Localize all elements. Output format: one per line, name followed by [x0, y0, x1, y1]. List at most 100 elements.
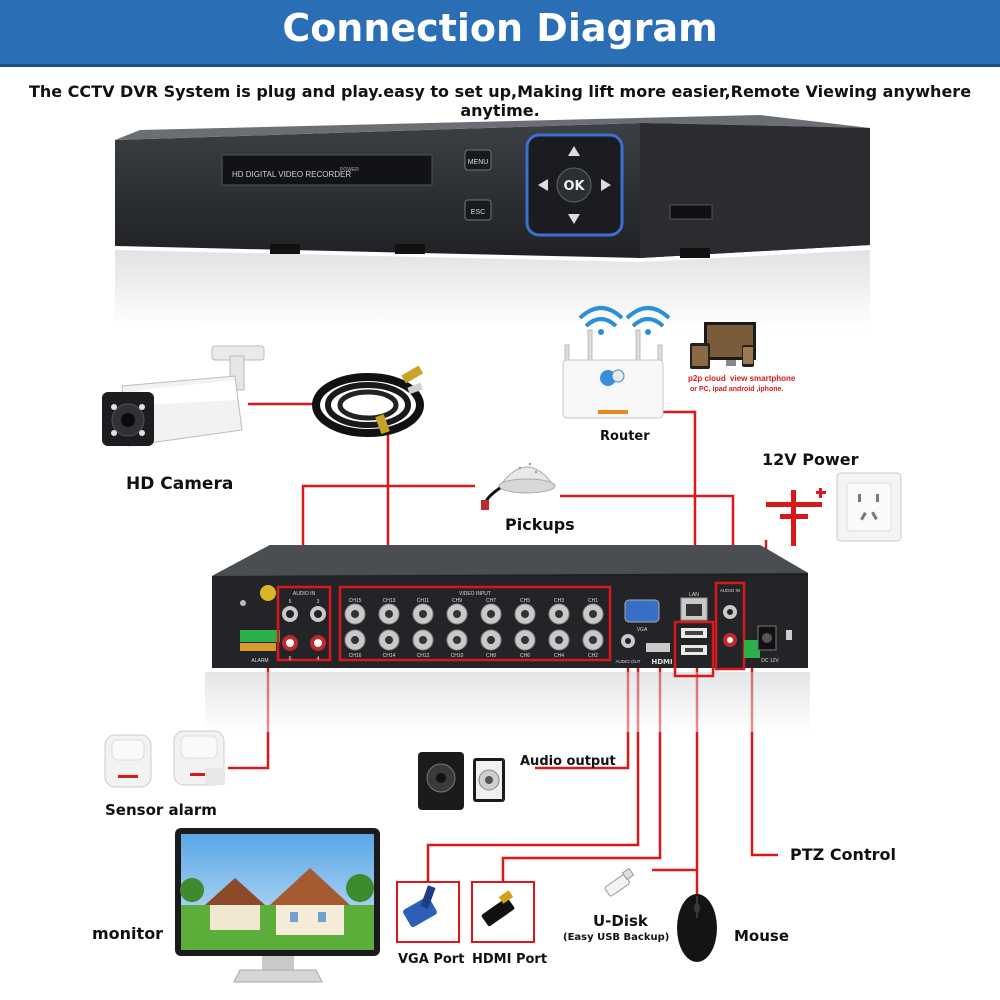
- channel-label: CH16: [349, 653, 362, 659]
- audio-in-label: AUDIO IN: [293, 591, 316, 597]
- arrow-down-icon: [568, 214, 580, 224]
- ok-label: OK: [563, 179, 585, 194]
- video-input-bottom-row: CH16 CH14 CH12 CH10 CH8 CH6 CH4 CH2: [344, 629, 604, 659]
- menu-label: MENU: [468, 159, 489, 166]
- audio-output-label: Audio output: [520, 754, 616, 769]
- p2p-view-text: view smartphone: [730, 374, 796, 383]
- channel-label: CH15: [349, 598, 362, 604]
- dvr-panel-text: HD DIGITAL VIDEO RECORDER: [232, 170, 351, 179]
- arrow-left-icon: [538, 179, 548, 191]
- u-disk-note: (Easy USB Backup): [563, 932, 670, 943]
- channel-label: CH12: [417, 653, 430, 659]
- monitor: [175, 828, 380, 983]
- u-disk-label: U-Disk: [593, 912, 648, 930]
- router: [562, 306, 671, 419]
- audio-out-label: AUDIO OUT: [615, 659, 640, 664]
- vga-connector: [624, 599, 660, 623]
- arrow-up-icon: [568, 146, 580, 156]
- bnc-pin: [453, 636, 461, 644]
- channel-label: CH8: [486, 653, 496, 659]
- channel-label: CH13: [383, 598, 396, 604]
- mouse-label: Mouse: [734, 927, 790, 945]
- channel-label: CH7: [486, 598, 496, 604]
- bnc-pin: [351, 636, 359, 644]
- bnc-pin: [419, 636, 427, 644]
- vga-line: [426, 660, 640, 882]
- hdmi-cable-box: [471, 881, 535, 943]
- vga-label: VGA: [637, 627, 648, 633]
- bnc-pin: [385, 636, 393, 644]
- monitor-label: monitor: [92, 924, 164, 943]
- svg-text:4: 4: [317, 656, 320, 662]
- usb-slot-front: [669, 204, 713, 220]
- title-banner: Connection Diagram: [0, 0, 1000, 67]
- audio-in-highlight: [276, 585, 332, 662]
- wifi-icon: [578, 306, 624, 328]
- channel-label: CH11: [417, 598, 430, 604]
- dvr-power-text: POWER: [340, 167, 359, 173]
- esc-label: ESC: [471, 209, 485, 216]
- bnc-pin: [521, 636, 529, 644]
- pickups-label: Pickups: [505, 515, 575, 534]
- dc-label: DC 12V: [761, 658, 779, 664]
- bnc-cable-roll: [312, 365, 424, 437]
- hdmi-port-label: HDMI Port: [472, 952, 548, 967]
- audio-in-right-highlight: [714, 581, 746, 671]
- bnc-pin: [453, 610, 461, 618]
- mouse: [677, 894, 717, 962]
- bnc-pin: [521, 610, 529, 618]
- router-to-lan-line: [660, 410, 697, 595]
- speakers: [418, 752, 505, 810]
- page-title: Connection Diagram: [282, 6, 718, 50]
- svg-text:5: 5: [289, 599, 292, 605]
- bnc-pin: [351, 610, 359, 618]
- remote-view-devices: [690, 322, 756, 369]
- bnc-pin: [555, 636, 563, 644]
- sensor-alarms: [104, 730, 225, 788]
- hdmi-label: HDMI: [651, 658, 672, 666]
- bnc-pin: [589, 610, 597, 618]
- alarm-terminal: [240, 630, 280, 642]
- menu-button[interactable]: [464, 149, 492, 171]
- power-source: [766, 472, 902, 546]
- u-disk: [604, 867, 635, 897]
- video-input-top-row: CH15 CH13 CH11 CH9 CH7 CH5 CH3 CH1: [344, 598, 604, 625]
- pickup-microphone: [481, 462, 556, 510]
- ptz-control-label: PTZ Control: [790, 845, 896, 864]
- audio-in-right-label: AUDIO IN: [720, 588, 740, 593]
- bnc-pin: [487, 636, 495, 644]
- esc-button[interactable]: [464, 199, 492, 221]
- channel-label: CH9: [452, 598, 462, 604]
- channel-label: CH1: [588, 598, 598, 604]
- router-label: Router: [600, 429, 650, 444]
- channel-label: CH14: [383, 653, 396, 659]
- channel-label: CH10: [451, 653, 464, 659]
- channel-label: CH5: [520, 598, 530, 604]
- video-input-highlight: [338, 585, 612, 662]
- channel-label: CH3: [554, 598, 564, 604]
- channel-label: CH4: [554, 653, 564, 659]
- svg-text:3: 3: [317, 599, 320, 605]
- bnc-pin: [385, 610, 393, 618]
- alarm-label: ALARM: [251, 658, 268, 664]
- channel-label: CH2: [588, 653, 598, 659]
- usb-highlight: [673, 620, 715, 678]
- sensor-alarm-label: Sensor alarm: [105, 801, 217, 819]
- power-label: 12V Power: [762, 450, 859, 469]
- p2p-devices-text: or PC, ipad android ,iphone.: [690, 386, 784, 393]
- dvr-front-unit: HD DIGITAL VIDEO RECORDER POWER MENU ESC…: [115, 115, 870, 330]
- channel-label: CH6: [520, 653, 530, 659]
- wifi-icon: [625, 306, 671, 328]
- hdmi-connector: [646, 643, 670, 652]
- arrow-right-icon: [601, 179, 611, 191]
- vga-cable-box: [396, 881, 460, 943]
- ok-button[interactable]: [556, 167, 592, 203]
- p2p-cloud-text: p2p cloud: [688, 374, 726, 383]
- bnc-pin: [555, 610, 563, 618]
- bnc-pin: [589, 636, 597, 644]
- subtitle: The CCTV DVR System is plug and play.eas…: [28, 82, 972, 120]
- bnc-pin: [419, 610, 427, 618]
- ptz-terminal: [744, 640, 760, 658]
